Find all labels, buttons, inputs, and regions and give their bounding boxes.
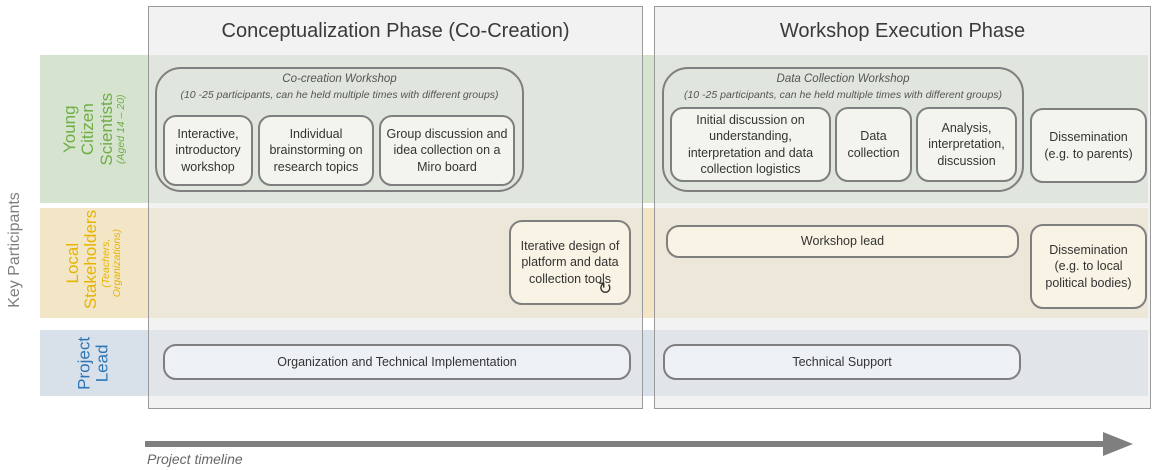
workshop-lead-box: Workshop lead [666,225,1019,258]
org-tech-implementation-box: Organization and Technical Implementatio… [163,344,631,380]
row-label-young-main: Young Citizen Scientists [59,89,116,169]
row-label-lead: Project Lead [40,330,148,396]
cocreation-workshop-title-text: Co-creation Workshop [282,73,397,85]
conceptualization-phase-border [148,6,643,409]
datacollection-step-1: Initial discussion on understanding, int… [670,107,831,182]
iterative-design-box: Iterative design of platform and data co… [509,220,631,305]
workshop-execution-phase-title: Workshop Execution Phase [779,20,1026,42]
dissemination-parents-box: Dissemination (e.g. to parents) [1030,108,1147,183]
cocreation-step-1: Interactive, introductory workshop [163,115,253,186]
cocreation-workshop-group [155,67,524,192]
row-label-lead-title: Project Lead [74,336,112,390]
workshop-execution-phase-column [654,6,1151,409]
y-axis-label-text: Key Participants [6,192,24,308]
data-collection-workshop-group [662,67,1024,192]
iterative-design-text: Iterative design of platform and data co… [520,239,620,286]
timeline-arrow-shaft [145,441,1105,447]
cocreation-step-2: Individual brainstorming on research top… [258,115,374,186]
data-collection-workshop-subtitle: (10 -25 participants, can he held multip… [683,88,1003,101]
data-collection-workshop-title-text: Data Collection Workshop [776,73,910,85]
datacollection-step-3: Analysis, interpretation, discussion [916,107,1017,182]
cocreation-step-3: Group discussion and idea collection on … [379,115,515,186]
timeline-arrow-head [1103,432,1133,456]
row-label-young-title: Young Citizen Scientists [59,92,116,166]
data-collection-workshop-title: Data Collection Workshop (10 -25 partici… [662,72,1024,102]
row-label-local-title: Local Stakeholders [62,209,101,309]
datacollection-step-2: Data collection [835,107,912,182]
timeline-arrow [145,432,1133,456]
row-label-young: Young Citizen Scientists (Aged 14 – 20) [40,55,148,203]
dissemination-political-box: Dissemination (e.g. to local political b… [1030,224,1147,309]
conceptualization-phase-title: Conceptualization Phase (Co-Creation) [221,20,570,42]
cycle-arrows-icon: ↻ [598,279,613,298]
row-label-local-sub: (Teachers, Organizations) [99,228,123,298]
row-label-local: Local Stakeholders (Teachers, Organizati… [40,208,148,318]
technical-support-box: Technical Support [663,344,1021,380]
cocreation-workshop-subtitle: (10 -25 participants, can he held multip… [180,88,499,101]
row-label-local-main: Local Stakeholders [62,209,101,309]
y-axis-label: Key Participants [0,150,30,350]
timeline-label: Project timeline [147,451,243,467]
row-label-young-sub: (Aged 14 – 20) [114,94,127,164]
cocreation-workshop-title: Co-creation Workshop (10 -25 participant… [155,72,524,102]
workshop-execution-phase-border [654,6,1151,409]
